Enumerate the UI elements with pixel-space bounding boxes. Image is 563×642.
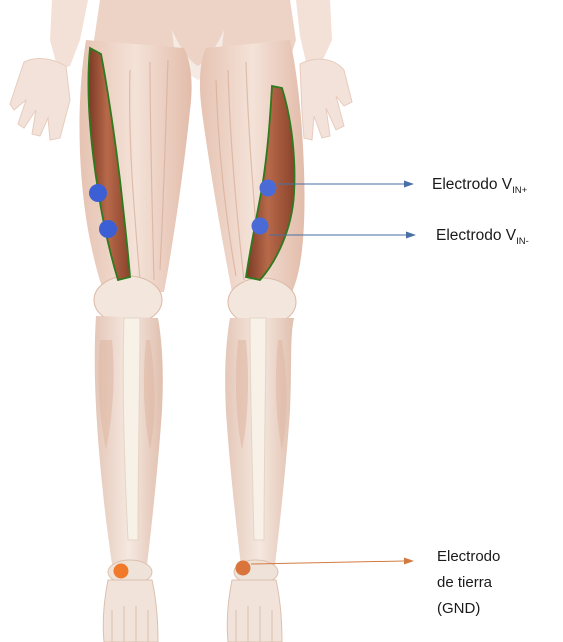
vin-minus-label-subscript: IN-	[516, 236, 529, 247]
vin-minus-electrode	[252, 218, 269, 235]
labels: Electrodo VIN+ Electrodo VIN- Electrodo …	[432, 176, 529, 617]
left-foot-illustration	[103, 580, 158, 642]
ground-label-line1: Electrodo	[437, 548, 500, 565]
vin-minus-label-prefix: Electrodo V	[436, 227, 517, 244]
ground-arrowhead-icon	[404, 558, 414, 565]
left-electrode-lower	[99, 220, 117, 238]
right-foot-illustration	[227, 580, 282, 642]
left-ground-electrode	[114, 564, 129, 579]
vin-minus-arrowhead-icon	[406, 232, 416, 239]
ground-label-line2: de tierra	[437, 574, 493, 591]
vin-plus-arrowhead-icon	[404, 181, 414, 188]
vin-plus-label-prefix: Electrodo V	[432, 176, 513, 193]
ground-electrode	[236, 561, 251, 576]
left-electrode-upper	[89, 184, 107, 202]
ground-label: Electrodo de tierra (GND)	[437, 548, 505, 617]
ground-label-line3: (GND)	[437, 600, 480, 617]
legs-anatomy-illustration	[10, 0, 352, 642]
right-hand-illustration	[296, 0, 352, 140]
vin-minus-label: Electrodo VIN-	[436, 227, 529, 247]
vin-plus-label-subscript: IN+	[512, 185, 528, 196]
vin-plus-label: Electrodo VIN+	[432, 176, 528, 196]
vin-plus-electrode	[260, 180, 277, 197]
left-hand-illustration	[10, 0, 88, 140]
